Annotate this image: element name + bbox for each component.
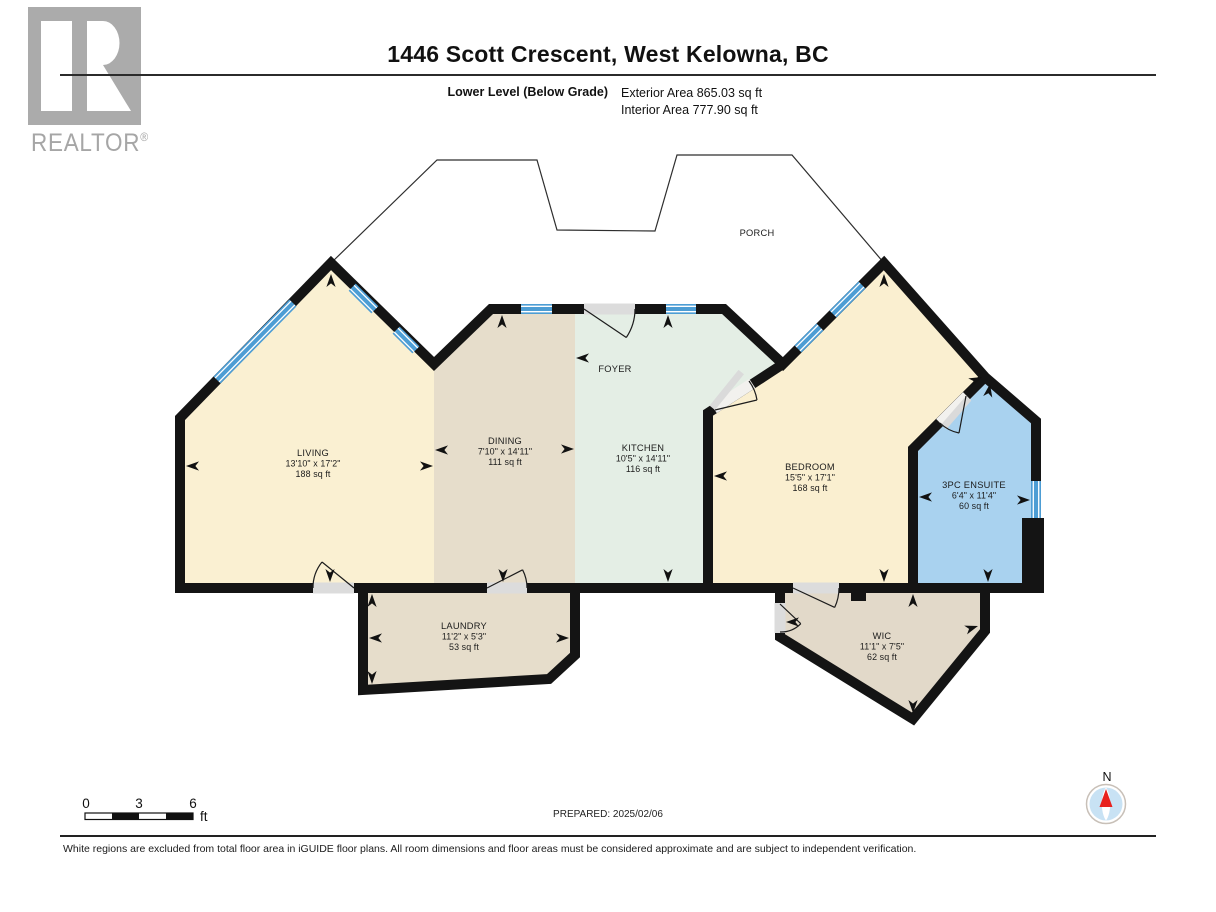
- laundry-wall: [358, 583, 580, 696]
- room-labels: PORCH FOYER LIVING 13'10" x 17'2" 188 sq…: [285, 228, 1005, 662]
- living-exterior-door-opening: [313, 582, 354, 594]
- header-divider: [60, 74, 1156, 76]
- bedroom-floor: [708, 263, 985, 588]
- page-title: 1446 Scott Crescent, West Kelowna, BC: [387, 41, 829, 67]
- living-room-floor: [180, 263, 434, 588]
- wic-north-door-swing: [792, 587, 840, 608]
- bedroom-door-swing: [714, 380, 758, 411]
- bedroom-dims: 15'5" x 17'1": [785, 473, 835, 483]
- scale-bar: 0 3 6 ft: [82, 796, 208, 824]
- living-window-ne-2: [392, 326, 420, 354]
- kitchen-label: KITCHEN: [622, 443, 665, 453]
- windows: [213, 281, 1041, 518]
- kitchen-dims: 10'5" x 14'11": [616, 454, 670, 464]
- wic-west-door-swing: [779, 603, 802, 633]
- door-swings: [312, 308, 967, 633]
- dining-laundry-door-opening: [487, 582, 527, 594]
- porch-label: PORCH: [740, 228, 775, 238]
- laundry-dims: 11'2" x 5'3": [442, 632, 486, 642]
- realtor-wordmark-text: REALTOR: [31, 129, 141, 157]
- scale-tick-6: 6: [189, 796, 197, 811]
- bedroom-label: BEDROOM: [785, 462, 835, 472]
- porch-outline: [330, 154, 885, 264]
- ensuite-dims: 6'4" x 11'4": [952, 491, 996, 501]
- bedroom-window-nw-1: [794, 323, 824, 353]
- exterior-wall: [175, 255, 1041, 593]
- foyer-entry-door-swing: [583, 308, 636, 338]
- area-summary: Exterior Area 865.03 sq ft Interior Area…: [621, 85, 762, 119]
- bedroom-door-panel: [709, 369, 744, 410]
- compass-icon: N: [1085, 770, 1127, 825]
- bedroom-door-gap: [710, 378, 756, 414]
- wic-area: 62 sq ft: [867, 652, 897, 662]
- wic-north-door-opening: [793, 582, 839, 594]
- scale-tick-3: 3: [135, 796, 143, 811]
- ensuite-wall-jog: [1022, 518, 1044, 593]
- registered-symbol: ®: [140, 130, 149, 144]
- living-exterior-door-swing: [312, 561, 355, 589]
- scale-unit: ft: [200, 809, 208, 824]
- bedroom-area: 168 sq ft: [793, 483, 828, 493]
- realtor-wordmark: REALTOR®: [31, 129, 148, 158]
- ensuite-label: 3PC ENSUITE: [942, 480, 1006, 490]
- exterior-area: Exterior Area 865.03 sq ft: [621, 86, 763, 100]
- dining-window-north: [521, 304, 552, 314]
- footer-divider: [60, 835, 1156, 837]
- kitchen-foyer-floor: [575, 309, 783, 588]
- bedroom-west-wall: [703, 359, 786, 593]
- scale-tick-0: 0: [82, 796, 90, 811]
- dining-laundry-door-swing: [486, 569, 528, 589]
- scale-bar-segment: [112, 813, 139, 820]
- ensuite-window-east: [1031, 481, 1041, 518]
- dining-room-floor: [434, 309, 575, 588]
- foyer-entry-door-opening: [584, 303, 635, 315]
- living-label: LIVING: [297, 448, 329, 458]
- laundry-label: LAUNDRY: [441, 621, 487, 631]
- laundry-floor: [363, 588, 575, 690]
- ensuite-door-swing: [939, 395, 967, 434]
- living-window-west: [213, 299, 297, 384]
- level-label: Lower Level (Below Grade): [447, 85, 608, 99]
- compass-north-label: N: [1102, 770, 1111, 784]
- bedroom-window-nw-2: [829, 281, 866, 318]
- prepared-date: PREPARED: 2025/02/06: [553, 809, 663, 820]
- living-area: 188 sq ft: [296, 469, 331, 479]
- kitchen-area: 116 sq ft: [626, 464, 661, 474]
- realtor-logo-r-icon: [28, 7, 141, 125]
- interior-area: Interior Area 777.90 sq ft: [621, 103, 758, 117]
- living-dims: 13'10" x 17'2": [285, 459, 340, 469]
- door-openings: [313, 303, 972, 633]
- wic-dims: 11'1" x 7'5": [860, 642, 904, 652]
- ensuite-floor: [913, 377, 1036, 588]
- compass-needle: [1099, 789, 1113, 807]
- living-window-ne-1: [348, 283, 379, 314]
- ensuite-door-panel: [941, 396, 972, 430]
- disclaimer-text: White regions are excluded from total fl…: [63, 843, 917, 855]
- wic-label: WIC: [873, 631, 892, 641]
- dining-dims: 7'10" x 14'11": [478, 447, 532, 457]
- ensuite-area: 60 sq ft: [959, 501, 989, 511]
- foyer-label: FOYER: [598, 364, 631, 374]
- scale-bar-segment: [166, 813, 193, 820]
- wic-wall-stub: [851, 588, 866, 601]
- laundry-area: 53 sq ft: [449, 642, 479, 652]
- dining-label: DINING: [488, 436, 522, 446]
- wic-west-door-opening: [774, 603, 786, 633]
- realtor-logo: [28, 7, 141, 125]
- dining-area: 111 sq ft: [488, 457, 522, 467]
- kitchen-window-north: [666, 304, 696, 314]
